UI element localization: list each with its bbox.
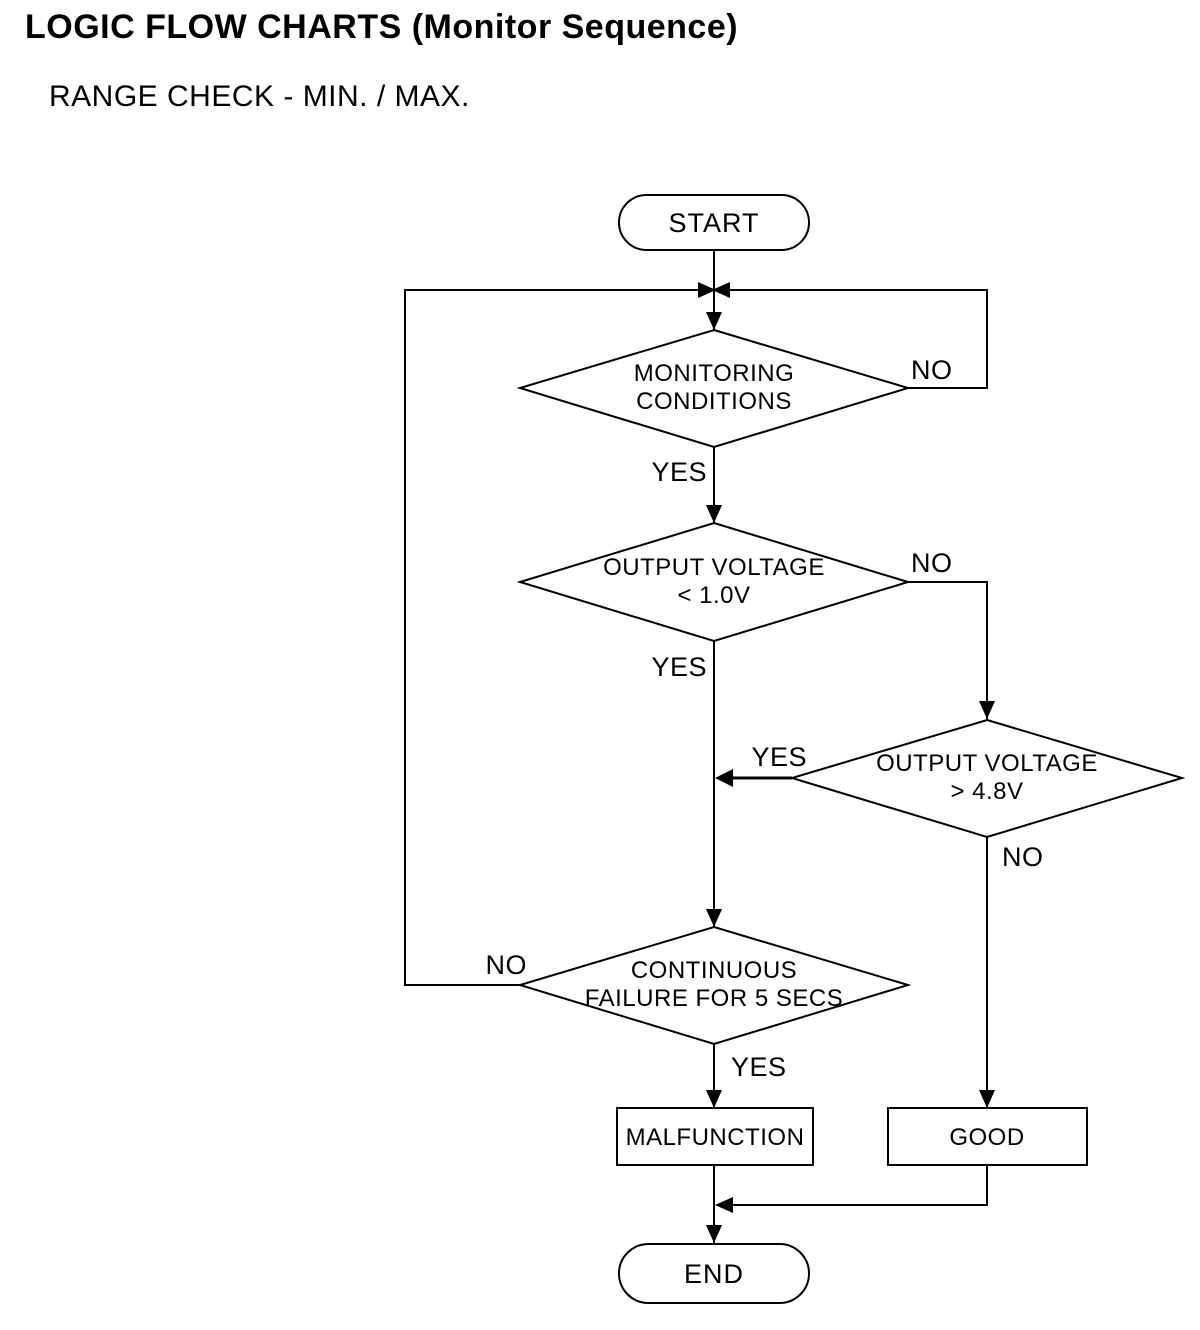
label-voltage-high-yes: YES (751, 742, 807, 772)
node-output-voltage-high: OUTPUT VOLTAGE > 4.8V (788, 718, 1186, 839)
node-continuous-line2: FAILURE FOR 5 SECS (585, 985, 843, 1012)
label-monitoring-no: NO (911, 355, 953, 385)
label-monitoring-yes: YES (651, 457, 707, 487)
edge-monitoring-no-loop (716, 289, 988, 389)
node-voltage-high-line1: OUTPUT VOLTAGE (876, 750, 1098, 777)
edges (404, 250, 995, 1243)
node-start: START (618, 194, 810, 251)
page-title: LOGIC FLOW CHARTS (Monitor Sequence) (25, 8, 739, 46)
arrowhead-junction-from-right (712, 282, 730, 298)
arrowhead-junction-from-left (698, 282, 716, 298)
label-continuous-yes: YES (731, 1052, 787, 1082)
arrowhead-into-monitoring (706, 312, 722, 330)
terminator-shape-end (618, 1243, 810, 1304)
decision-shape-voltage-low (516, 521, 912, 643)
decision-shape-continuous (516, 925, 912, 1046)
terminator-shape-start (618, 194, 810, 251)
label-voltage-high-no: NO (1002, 842, 1044, 872)
node-end: END (618, 1243, 810, 1304)
edge-good-merge (718, 1165, 988, 1206)
arrowhead-voltage-high-yes (715, 769, 733, 787)
node-monitoring-line1: MONITORING (634, 360, 795, 387)
node-malfunction: MALFUNCTION (616, 1107, 814, 1166)
edge-continuous-no-loop (404, 289, 712, 986)
node-voltage-high-line2: > 4.8V (950, 778, 1023, 805)
label-continuous-no: NO (486, 950, 528, 980)
node-output-voltage-low: OUTPUT VOLTAGE < 1.0V (516, 521, 912, 643)
arrowhead-into-good (979, 1090, 995, 1108)
node-malfunction-label: MALFUNCTION (626, 1124, 805, 1151)
node-continuous-failure: CONTINUOUS FAILURE FOR 5 SECS (516, 925, 912, 1046)
node-monitoring-line2: CONDITIONS (636, 388, 792, 415)
label-voltage-low-yes: YES (651, 652, 707, 682)
process-shape-good (887, 1107, 1088, 1166)
edge-labels: NO YES NO YES YES NO NO YES (486, 355, 1044, 1082)
node-continuous-line1: CONTINUOUS (631, 957, 797, 984)
decision-shape-monitoring (516, 328, 912, 449)
node-good-label: GOOD (949, 1124, 1024, 1151)
node-good: GOOD (887, 1107, 1088, 1166)
page-subtitle: RANGE CHECK - MIN. / MAX. (49, 80, 470, 113)
node-voltage-low-line1: OUTPUT VOLTAGE (603, 554, 825, 581)
arrowhead-good-merge (715, 1197, 733, 1213)
arrowhead-into-voltage-high (979, 701, 995, 719)
node-monitoring-conditions: MONITORING CONDITIONS (516, 328, 912, 449)
node-end-label: END (684, 1259, 744, 1289)
edge-voltage-low-no (908, 581, 988, 719)
node-voltage-low-line2: < 1.0V (677, 582, 750, 609)
label-voltage-low-no: NO (911, 548, 953, 578)
decision-shape-voltage-high (788, 718, 1186, 839)
arrowhead-into-malfunction (706, 1090, 722, 1108)
process-shape-malfunction (616, 1107, 814, 1166)
node-start-label: START (668, 208, 759, 238)
arrowhead-into-continuous (706, 909, 722, 927)
arrowhead-into-voltage-low (706, 505, 722, 523)
arrowhead-into-end (706, 1225, 722, 1243)
